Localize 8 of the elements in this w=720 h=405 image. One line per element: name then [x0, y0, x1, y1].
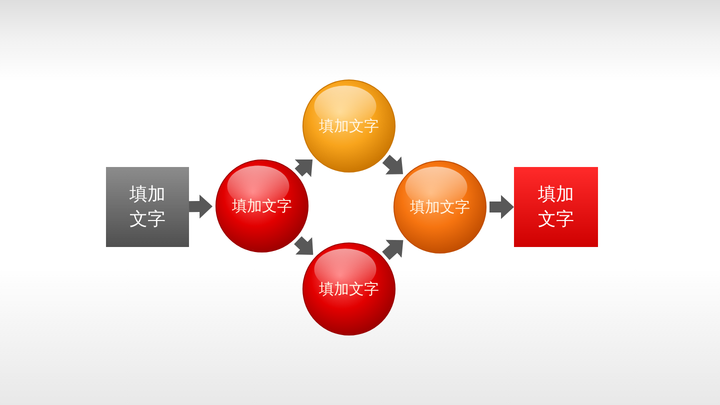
process-box: 填加文字: [106, 167, 189, 247]
arrow: [188, 194, 213, 219]
process-circle: 填加文字: [302, 242, 396, 336]
process-circle: 填加文字: [215, 159, 309, 253]
process-box: 填加文字: [514, 167, 598, 247]
process-circle: 填加文字: [393, 160, 487, 254]
process-circle: 填加文字: [302, 79, 396, 173]
arrow: [490, 195, 514, 219]
